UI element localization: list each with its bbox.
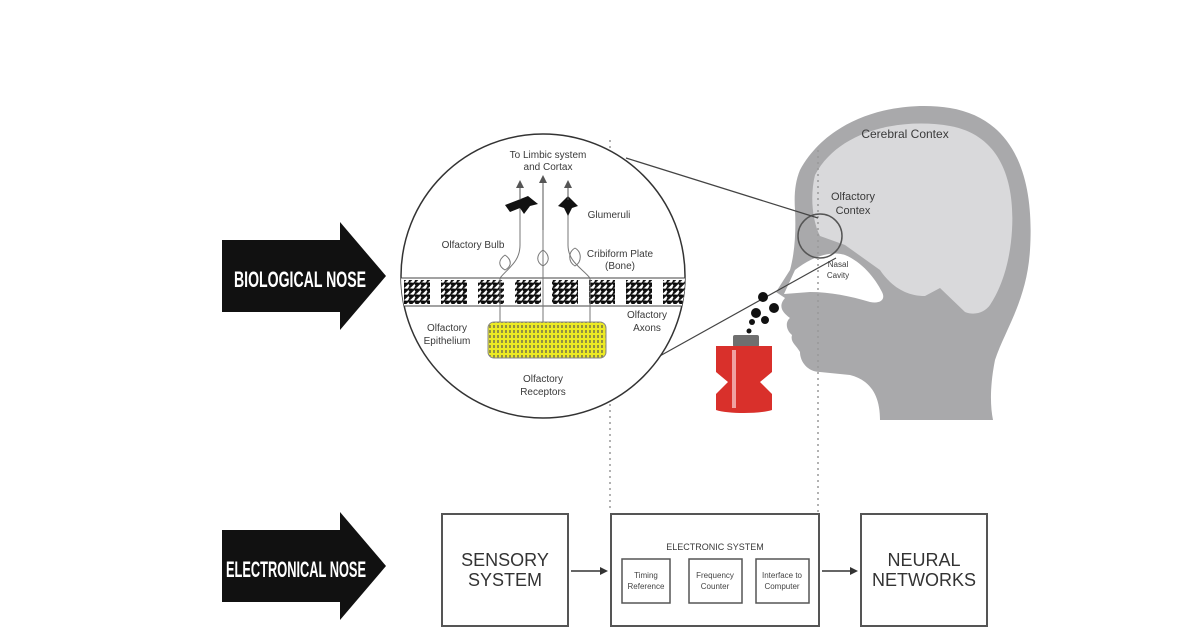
zoom-connectors — [625, 157, 837, 358]
svg-text:Reference: Reference — [628, 582, 665, 591]
svg-text:Counter: Counter — [701, 582, 730, 591]
epithelium-label-1: Olfactory — [427, 323, 467, 334]
glomeruli-neurons — [505, 196, 578, 216]
nasal-cavity-label-1: Nasal — [828, 260, 849, 269]
electronic-system-box: ELECTRONIC SYSTEM Timing Reference Frequ… — [610, 513, 820, 627]
cribiform-label-1: Cribiform Plate — [587, 249, 654, 260]
receptors-label-2: Receptors — [520, 387, 566, 398]
limbic-label-2: and Cortax — [524, 162, 573, 173]
cerebral-cortex-label: Cerebral Contex — [861, 127, 948, 141]
receptors-label-1: Olfactory — [523, 374, 563, 385]
svg-text:Frequency: Frequency — [696, 571, 734, 580]
olfactory-focus-circle — [797, 213, 843, 259]
nasal-cavity-label-2: Cavity — [827, 271, 849, 280]
neural-label-1: NEURAL — [887, 550, 960, 570]
frequency-counter-box: Frequency Counter — [688, 558, 743, 604]
axons-label-2: Axons — [633, 323, 661, 334]
olfactory-detail-circle: To Limbic system and Cortax Glumeruli Ol… — [400, 133, 686, 419]
glumeruli-label: Glumeruli — [588, 210, 631, 221]
olfactory-axons — [499, 180, 591, 322]
electronic-nose-label: ELECTRONICAL NOSE — [226, 557, 366, 582]
interface-to-computer-box: Interface to Computer — [755, 558, 810, 604]
svg-text:Computer: Computer — [764, 582, 799, 591]
biological-nose-label: BIOLOGICAL NOSE — [234, 267, 366, 292]
sensory-system-box: SENSORY SYSTEM — [441, 513, 569, 627]
neural-label-2: NETWORKS — [872, 570, 976, 590]
biological-nose-arrow: BIOLOGICAL NOSE — [222, 222, 386, 330]
arrow-electronic-to-neural — [822, 567, 858, 575]
odor-particles — [746, 292, 779, 334]
cribriform-plate — [404, 280, 685, 304]
cribiform-label-2: (Bone) — [605, 261, 635, 272]
sensory-label-2: SYSTEM — [468, 570, 542, 590]
olfactory-cortex-label-2: Contex — [836, 205, 871, 217]
sensory-label-1: SENSORY — [461, 550, 549, 570]
olfactory-epithelium — [487, 321, 607, 359]
epithelium-label-2: Epithelium — [424, 336, 471, 347]
electronic-system-title: ELECTRONIC SYSTEM — [666, 542, 764, 552]
axons-label-1: Olfactory — [627, 310, 667, 321]
neural-networks-box: NEURAL NETWORKS — [860, 513, 988, 627]
svg-text:Interface to: Interface to — [762, 571, 803, 580]
timing-reference-box: Timing Reference — [621, 558, 671, 604]
svg-text:Timing: Timing — [634, 571, 658, 580]
olfactory-cortex-label-1: Olfactory — [831, 191, 876, 203]
head-silhouette: Cerebral Contex Olfactory Contex Nasal C… — [776, 105, 1031, 420]
electronic-nose-arrow: ELECTRONICAL NOSE — [222, 512, 386, 620]
olfactory-bulb-label: Olfactory Bulb — [442, 240, 505, 251]
odor-bottle — [716, 335, 772, 413]
arrow-sensory-to-electronic — [571, 567, 608, 575]
limbic-label-1: To Limbic system — [510, 150, 587, 161]
